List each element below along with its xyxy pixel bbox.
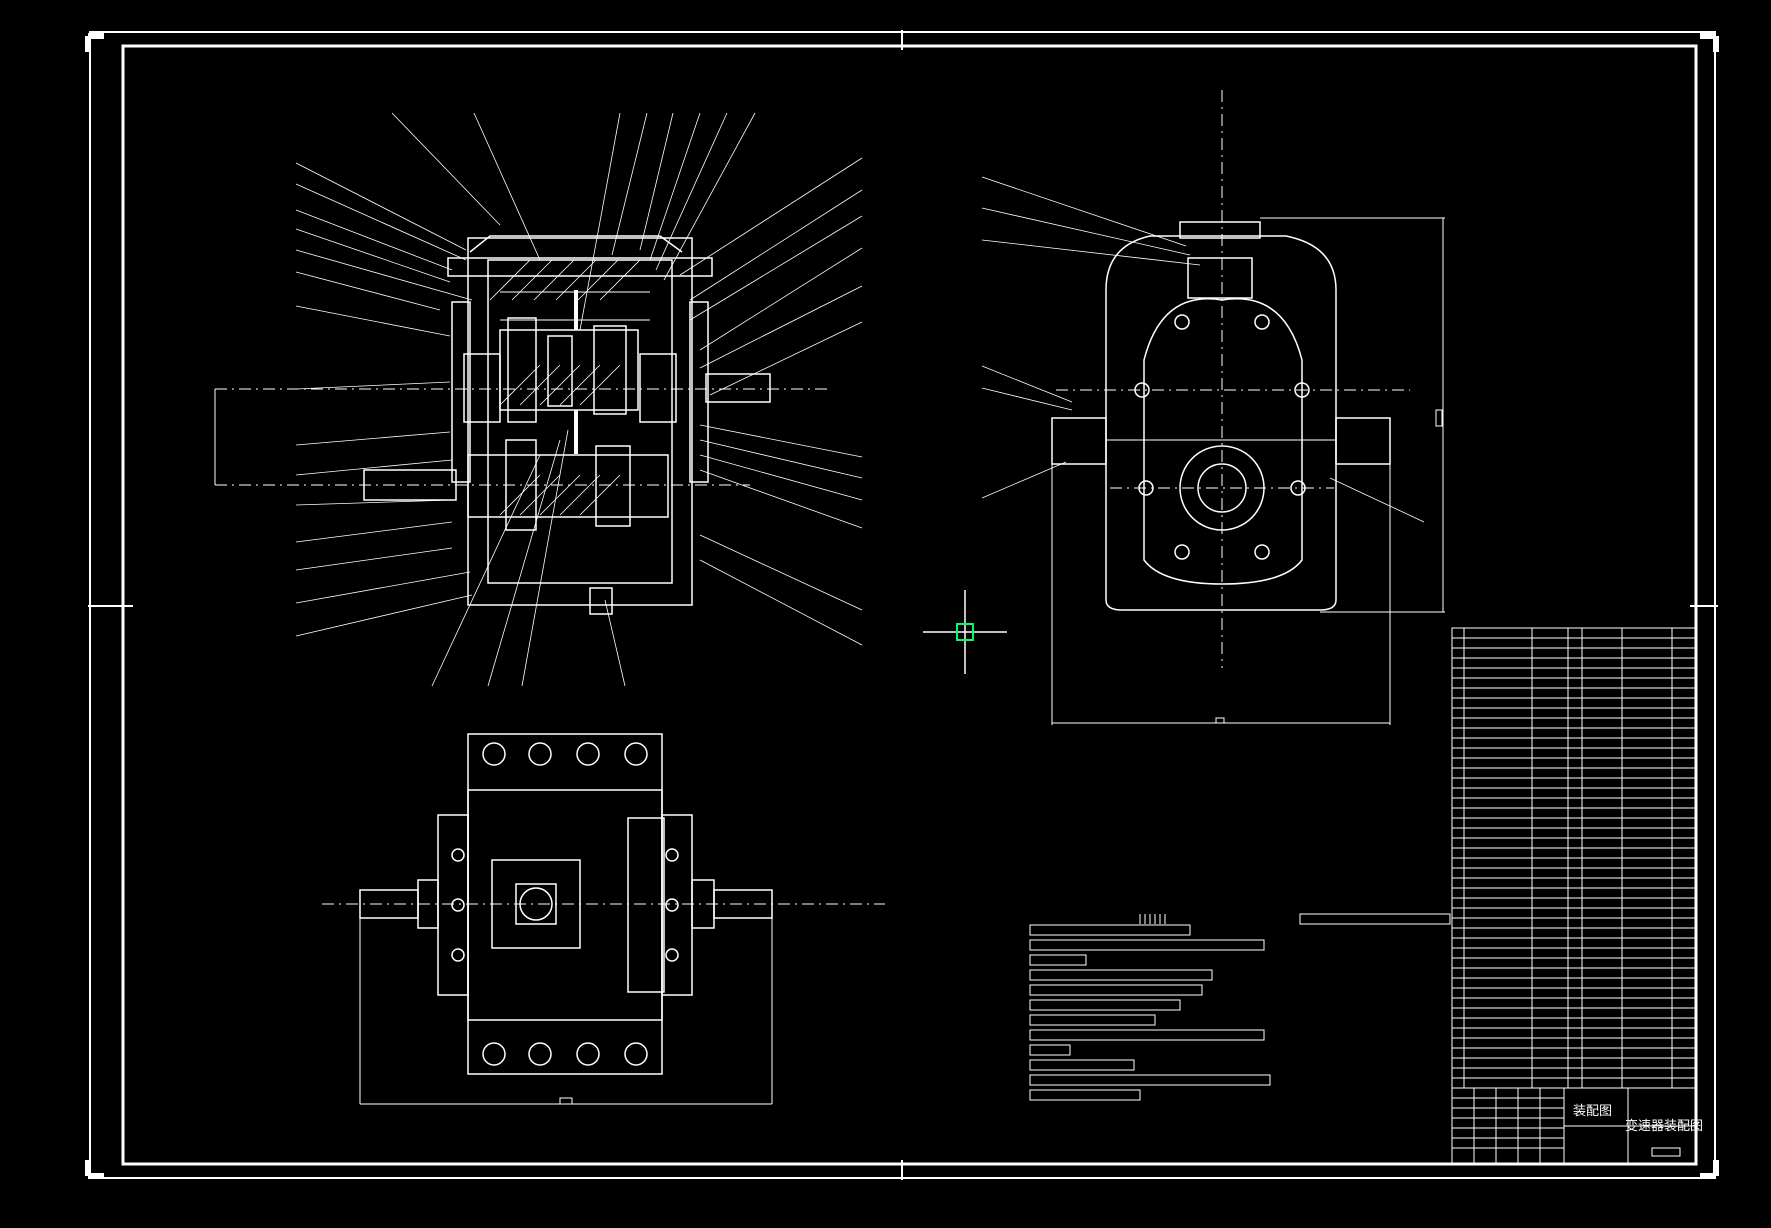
drawing-title-label: 变速器装配图 bbox=[1625, 1118, 1703, 1134]
side-view bbox=[981, 90, 1445, 725]
side-view-leader-lines bbox=[981, 176, 1425, 523]
technical-notes bbox=[1029, 913, 1451, 1101]
parts-list-table bbox=[1451, 627, 1697, 1089]
drawing-frame bbox=[85, 30, 1719, 1180]
top-view bbox=[322, 733, 885, 1105]
front-section-view bbox=[214, 112, 863, 687]
crosshair-cursor-icon[interactable] bbox=[923, 590, 1007, 674]
front-view-leader-lines bbox=[295, 112, 863, 687]
drawing-type-label: 装配图 bbox=[1573, 1104, 1612, 1119]
title-block bbox=[1451, 1087, 1697, 1165]
